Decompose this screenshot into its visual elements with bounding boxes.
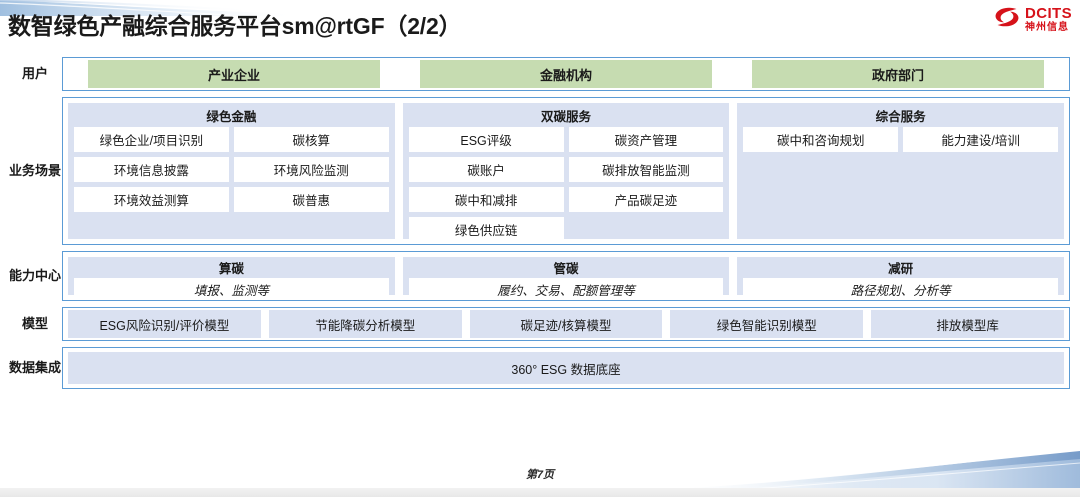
scenario-group-dual-carbon: 双碳服务 ESG评级 碳资产管理 碳账户 碳排放智能监测 碳中和减排 产品碳足迹…: [402, 103, 730, 242]
scenario-item-grid: 绿色企业/项目识别 碳核算 环境信息披露 环境风险监测 环境效益测算 碳普惠: [74, 127, 389, 212]
scenario-item-grid: ESG评级 碳资产管理 碳账户 碳排放智能监测 碳中和减排 产品碳足迹 绿色供应…: [408, 127, 724, 242]
page-number: 第7页: [525, 469, 555, 481]
dcits-logo: DCITS 神州信息: [994, 6, 1072, 33]
scenario-item[interactable]: 碳核算: [233, 127, 389, 152]
model-item[interactable]: 绿色智能识别模型: [670, 310, 864, 338]
scenario-group-green-finance: 绿色金融 绿色企业/项目识别 碳核算 环境信息披露 环境风险监测 环境效益测算 …: [68, 103, 395, 239]
capability-group-carbon-accounting[interactable]: 算碳 填报、监测等: [68, 257, 395, 300]
scenario-group-title: 绿色金融: [206, 110, 257, 124]
scenario-item[interactable]: 能力建设/培训: [903, 127, 1058, 152]
model-item[interactable]: 排放模型库: [871, 310, 1064, 338]
capability-group-subtitle: 填报、监测等: [74, 278, 389, 300]
row-data-integration: 数据集成 360° ESG 数据底座: [8, 347, 1070, 389]
user-cell[interactable]: 政府部门: [732, 60, 1064, 88]
user-cell[interactable]: 金融机构: [400, 60, 732, 88]
user-chip-government[interactable]: 政府部门: [751, 60, 1045, 88]
row-users: 用户 产业企业 金融机构 政府部门: [8, 57, 1070, 91]
row-body-data-integration: 360° ESG 数据底座: [62, 347, 1070, 389]
capability-group-title: 算碳: [218, 262, 244, 276]
scenario-item[interactable]: 碳资产管理: [568, 127, 724, 152]
row-models: 模型 ESG风险识别/评价模型 节能降碳分析模型 碳足迹/核算模型 绿色智能识别…: [8, 307, 1070, 341]
scenario-item-grid: 碳中和咨询规划 能力建设/培训: [743, 127, 1058, 152]
capability-group-reduction-research[interactable]: 减研 路径规划、分析等: [737, 257, 1065, 300]
capability-group-title: 减研: [888, 262, 914, 276]
capability-group-carbon-management[interactable]: 管碳 履约、交易、配额管理等: [402, 257, 730, 300]
row-body-capability-center: 算碳 填报、监测等 管碳 履约、交易、配额管理等 减研 路径规划、分析等: [62, 251, 1070, 301]
scenario-item[interactable]: 碳普惠: [233, 187, 389, 212]
data-foundation-band[interactable]: 360° ESG 数据底座: [68, 352, 1064, 384]
logo-text: DCITS 神州信息: [1025, 6, 1072, 33]
scenario-group-title: 双碳服务: [541, 110, 592, 124]
slide-header: 数智绿色产融综合服务平台sm@rtGF（2/2） DCITS 神州信息: [0, 0, 1080, 52]
scenario-group-title: 综合服务: [875, 110, 926, 124]
row-body-models: ESG风险识别/评价模型 节能降碳分析模型 碳足迹/核算模型 绿色智能识别模型 …: [62, 307, 1070, 341]
row-label-data-integration: 数据集成: [8, 359, 61, 375]
scenario-item[interactable]: 绿色供应链: [408, 217, 564, 242]
model-item[interactable]: 碳足迹/核算模型: [469, 310, 663, 338]
row-body-business-scenarios: 绿色金融 绿色企业/项目识别 碳核算 环境信息披露 环境风险监测 环境效益测算 …: [62, 97, 1070, 245]
user-chip-industry[interactable]: 产业企业: [87, 60, 381, 88]
page-title: 数智绿色产融综合服务平台sm@rtGF（2/2）: [8, 13, 462, 39]
capability-group-subtitle: 履约、交易、配额管理等: [408, 278, 724, 300]
row-label-models: 模型: [21, 315, 48, 331]
scenario-item[interactable]: 碳中和减排: [408, 187, 564, 212]
row-body-users: 产业企业 金融机构 政府部门: [62, 57, 1070, 91]
row-capability-center: 能力中心 算碳 填报、监测等 管碳 履约、交易、配额管理等 减研 路径规划、分析…: [8, 251, 1070, 301]
scenario-item[interactable]: 环境效益测算: [74, 187, 229, 212]
scenario-item[interactable]: 碳排放智能监测: [568, 157, 724, 182]
row-label-business-scenarios: 业务场景: [8, 162, 61, 178]
capability-group-title: 管碳: [553, 262, 579, 276]
model-item[interactable]: ESG风险识别/评价模型: [68, 310, 261, 338]
scenario-item[interactable]: 碳账户: [408, 157, 564, 182]
row-business-scenarios: 业务场景 绿色金融 绿色企业/项目识别 碳核算 环境信息披露 环境风险监测 环境…: [8, 97, 1070, 245]
scenario-item[interactable]: 环境信息披露: [74, 157, 229, 182]
scenario-item[interactable]: 绿色企业/项目识别: [74, 127, 229, 152]
scenario-item[interactable]: 产品碳足迹: [568, 187, 724, 212]
architecture-diagram: 用户 产业企业 金融机构 政府部门 业务场景 绿色金融 绿色企业/项目识别 碳核…: [8, 57, 1070, 395]
user-chip-financial[interactable]: 金融机构: [419, 60, 713, 88]
scenario-group-comprehensive: 综合服务 碳中和咨询规划 能力建设/培训: [737, 103, 1065, 239]
capability-group-subtitle: 路径规划、分析等: [743, 278, 1059, 300]
logo-brand-cn: 神州信息: [1025, 22, 1069, 33]
user-cell[interactable]: 产业企业: [68, 60, 400, 88]
dcits-swirl-icon: [994, 6, 1020, 33]
scenario-item[interactable]: 碳中和咨询规划: [743, 127, 899, 152]
logo-brand-en: DCITS: [1025, 5, 1072, 22]
row-label-users: 用户: [21, 65, 48, 81]
bottom-strip: [0, 488, 1080, 497]
model-item[interactable]: 节能降碳分析模型: [268, 310, 462, 338]
scenario-item[interactable]: 环境风险监测: [233, 157, 389, 182]
scenario-item[interactable]: ESG评级: [408, 127, 564, 152]
row-label-capability-center: 能力中心: [8, 267, 61, 283]
